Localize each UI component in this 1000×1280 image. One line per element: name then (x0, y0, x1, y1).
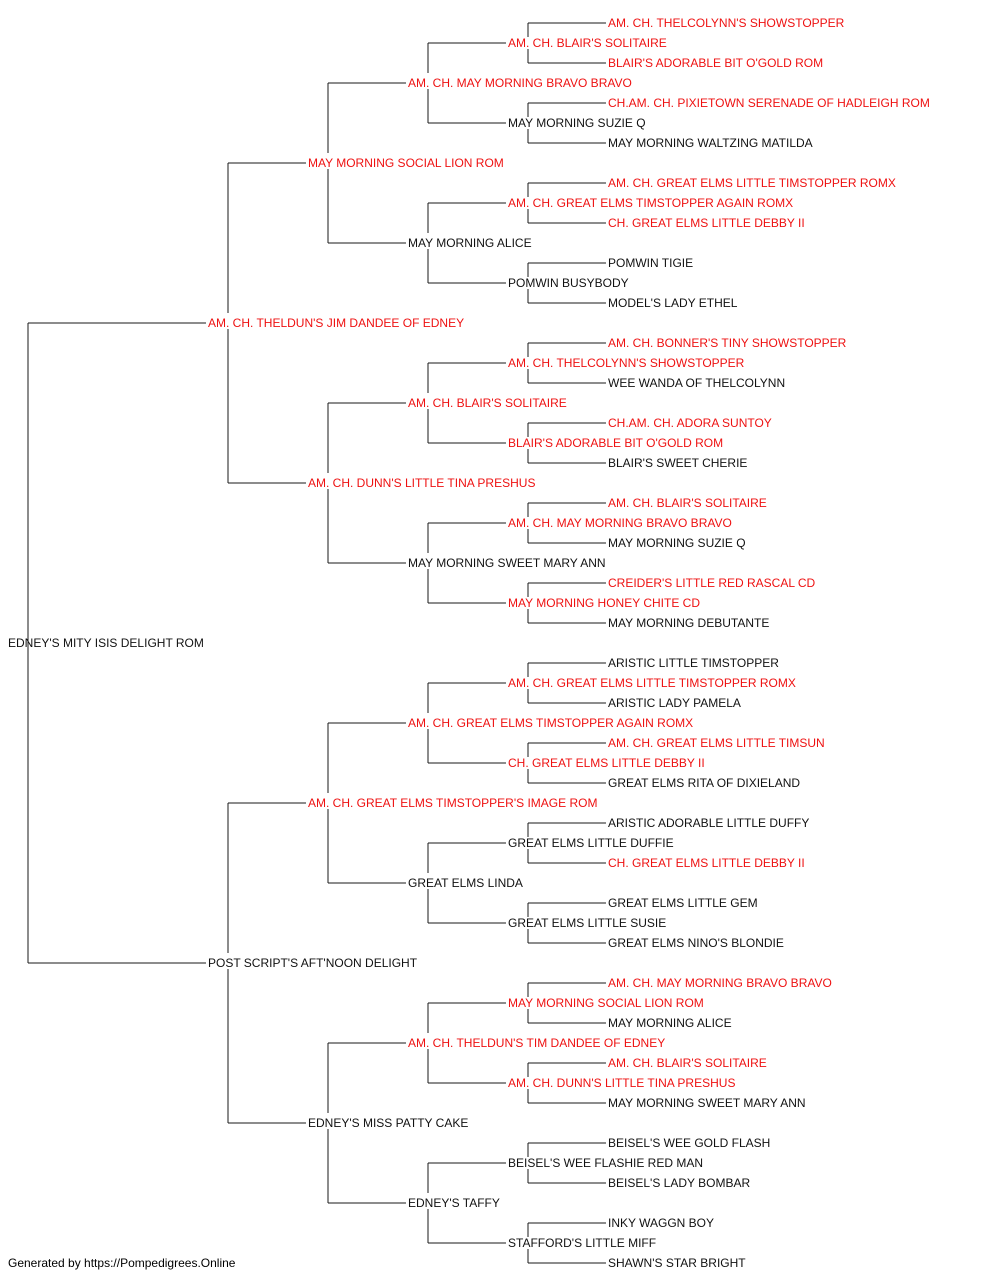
dog-name-gen5: ARISTIC LITTLE TIMSTOPPER (608, 656, 779, 670)
dog-name-gen1: AM. CH. THELDUN'S JIM DANDEE OF EDNEY (208, 316, 464, 330)
dog-name-gen5: AM. CH. GREAT ELMS LITTLE TIMSTOPPER ROM… (608, 176, 896, 190)
dog-name-gen4: MAY MORNING HONEY CHITE CD (508, 596, 700, 610)
dog-name-gen4: BEISEL'S WEE FLASHIE RED MAN (508, 1156, 703, 1170)
dog-name-gen5: GREAT ELMS NINO'S BLONDIE (608, 936, 784, 950)
dog-name-gen4: GREAT ELMS LITTLE DUFFIE (508, 836, 674, 850)
footer-credit: Generated by https://Pompedigrees.Online (8, 1256, 236, 1270)
dog-name-gen4: AM. CH. GREAT ELMS LITTLE TIMSTOPPER ROM… (508, 676, 796, 690)
dog-name-gen4: CH. GREAT ELMS LITTLE DEBBY II (508, 756, 705, 770)
dog-name-gen4: STAFFORD'S LITTLE MIFF (508, 1236, 656, 1250)
dog-name-gen5: CH.AM. CH. PIXIETOWN SERENADE OF HADLEIG… (608, 96, 930, 110)
dog-name-gen5: BLAIR'S ADORABLE BIT O'GOLD ROM (608, 56, 823, 70)
dog-name-gen5: SHAWN'S STAR BRIGHT (608, 1256, 746, 1270)
dog-name-gen5: POMWIN TIGIE (608, 256, 693, 270)
dog-name-gen5: AM. CH. BONNER'S TINY SHOWSTOPPER (608, 336, 847, 350)
dog-name-gen2: MAY MORNING SOCIAL LION ROM (308, 156, 504, 170)
dog-name-gen1: POST SCRIPT'S AFT'NOON DELIGHT (208, 956, 418, 970)
dog-name-gen3: AM. CH. GREAT ELMS TIMSTOPPER AGAIN ROMX (408, 716, 693, 730)
dog-name-gen3: AM. CH. BLAIR'S SOLITAIRE (408, 396, 567, 410)
dog-name-gen2: EDNEY'S MISS PATTY CAKE (308, 1116, 468, 1130)
dog-name-gen4: BLAIR'S ADORABLE BIT O'GOLD ROM (508, 436, 723, 450)
dog-name-gen5: BEISEL'S WEE GOLD FLASH (608, 1136, 770, 1150)
dog-name-gen4: AM. CH. THELCOLYNN'S SHOWSTOPPER (508, 356, 745, 370)
dog-name-gen2: AM. CH. DUNN'S LITTLE TINA PRESHUS (308, 476, 535, 490)
dog-name-gen5: CH. GREAT ELMS LITTLE DEBBY II (608, 216, 805, 230)
dog-name-gen5: WEE WANDA OF THELCOLYNN (608, 376, 785, 390)
dog-name-gen5: INKY WAGGN BOY (608, 1216, 714, 1230)
dog-name-gen4: MAY MORNING SUZIE Q (508, 116, 646, 130)
dog-name-gen5: AM. CH. THELCOLYNN'S SHOWSTOPPER (608, 16, 845, 30)
dog-name-gen5: GREAT ELMS LITTLE GEM (608, 896, 758, 910)
dog-name-gen4: POMWIN BUSYBODY (508, 276, 629, 290)
dog-name-gen4: AM. CH. BLAIR'S SOLITAIRE (508, 36, 667, 50)
dog-name-gen4: AM. CH. DUNN'S LITTLE TINA PRESHUS (508, 1076, 735, 1090)
dog-name-gen3: MAY MORNING ALICE (408, 236, 532, 250)
dog-name-gen5: BEISEL'S LADY BOMBAR (608, 1176, 750, 1190)
dog-name-gen5: BLAIR'S SWEET CHERIE (608, 456, 747, 470)
dog-name-gen5: AM. CH. BLAIR'S SOLITAIRE (608, 1056, 767, 1070)
dog-name-gen5: MAY MORNING ALICE (608, 1016, 732, 1030)
dog-name-gen5: GREAT ELMS RITA OF DIXIELAND (608, 776, 800, 790)
dog-name-gen3: EDNEY'S TAFFY (408, 1196, 500, 1210)
dog-name-gen3: AM. CH. MAY MORNING BRAVO BRAVO (408, 76, 632, 90)
dog-name-gen3: AM. CH. THELDUN'S TIM DANDEE OF EDNEY (408, 1036, 665, 1050)
dog-name-gen5: MODEL'S LADY ETHEL (608, 296, 738, 310)
dog-name-gen5: MAY MORNING SWEET MARY ANN (608, 1096, 806, 1110)
dog-name-gen5: MAY MORNING SUZIE Q (608, 536, 746, 550)
dog-name-gen5: CH.AM. CH. ADORA SUNTOY (608, 416, 772, 430)
dog-name-gen3: MAY MORNING SWEET MARY ANN (408, 556, 606, 570)
dog-name-gen4: GREAT ELMS LITTLE SUSIE (508, 916, 666, 930)
dog-name-gen5: MAY MORNING WALTZING MATILDA (608, 136, 813, 150)
dog-name-gen5: CREIDER'S LITTLE RED RASCAL CD (608, 576, 816, 590)
dog-name-gen5: ARISTIC ADORABLE LITTLE DUFFY (608, 816, 809, 830)
dog-name-gen3: GREAT ELMS LINDA (408, 876, 523, 890)
dog-name-gen5: CH. GREAT ELMS LITTLE DEBBY II (608, 856, 805, 870)
dog-name-gen4: AM. CH. GREAT ELMS TIMSTOPPER AGAIN ROMX (508, 196, 793, 210)
dog-name-gen5: MAY MORNING DEBUTANTE (608, 616, 769, 630)
dog-name-gen2: AM. CH. GREAT ELMS TIMSTOPPER'S IMAGE RO… (308, 796, 597, 810)
dog-name-gen5: AM. CH. GREAT ELMS LITTLE TIMSUN (608, 736, 825, 750)
dog-name-gen4: MAY MORNING SOCIAL LION ROM (508, 996, 704, 1010)
dog-name-gen5: ARISTIC LADY PAMELA (608, 696, 741, 710)
dog-name-gen4: AM. CH. MAY MORNING BRAVO BRAVO (508, 516, 732, 530)
dog-name-gen0: EDNEY'S MITY ISIS DELIGHT ROM (8, 636, 204, 650)
dog-name-gen5: AM. CH. BLAIR'S SOLITAIRE (608, 496, 767, 510)
dog-name-gen5: AM. CH. MAY MORNING BRAVO BRAVO (608, 976, 832, 990)
